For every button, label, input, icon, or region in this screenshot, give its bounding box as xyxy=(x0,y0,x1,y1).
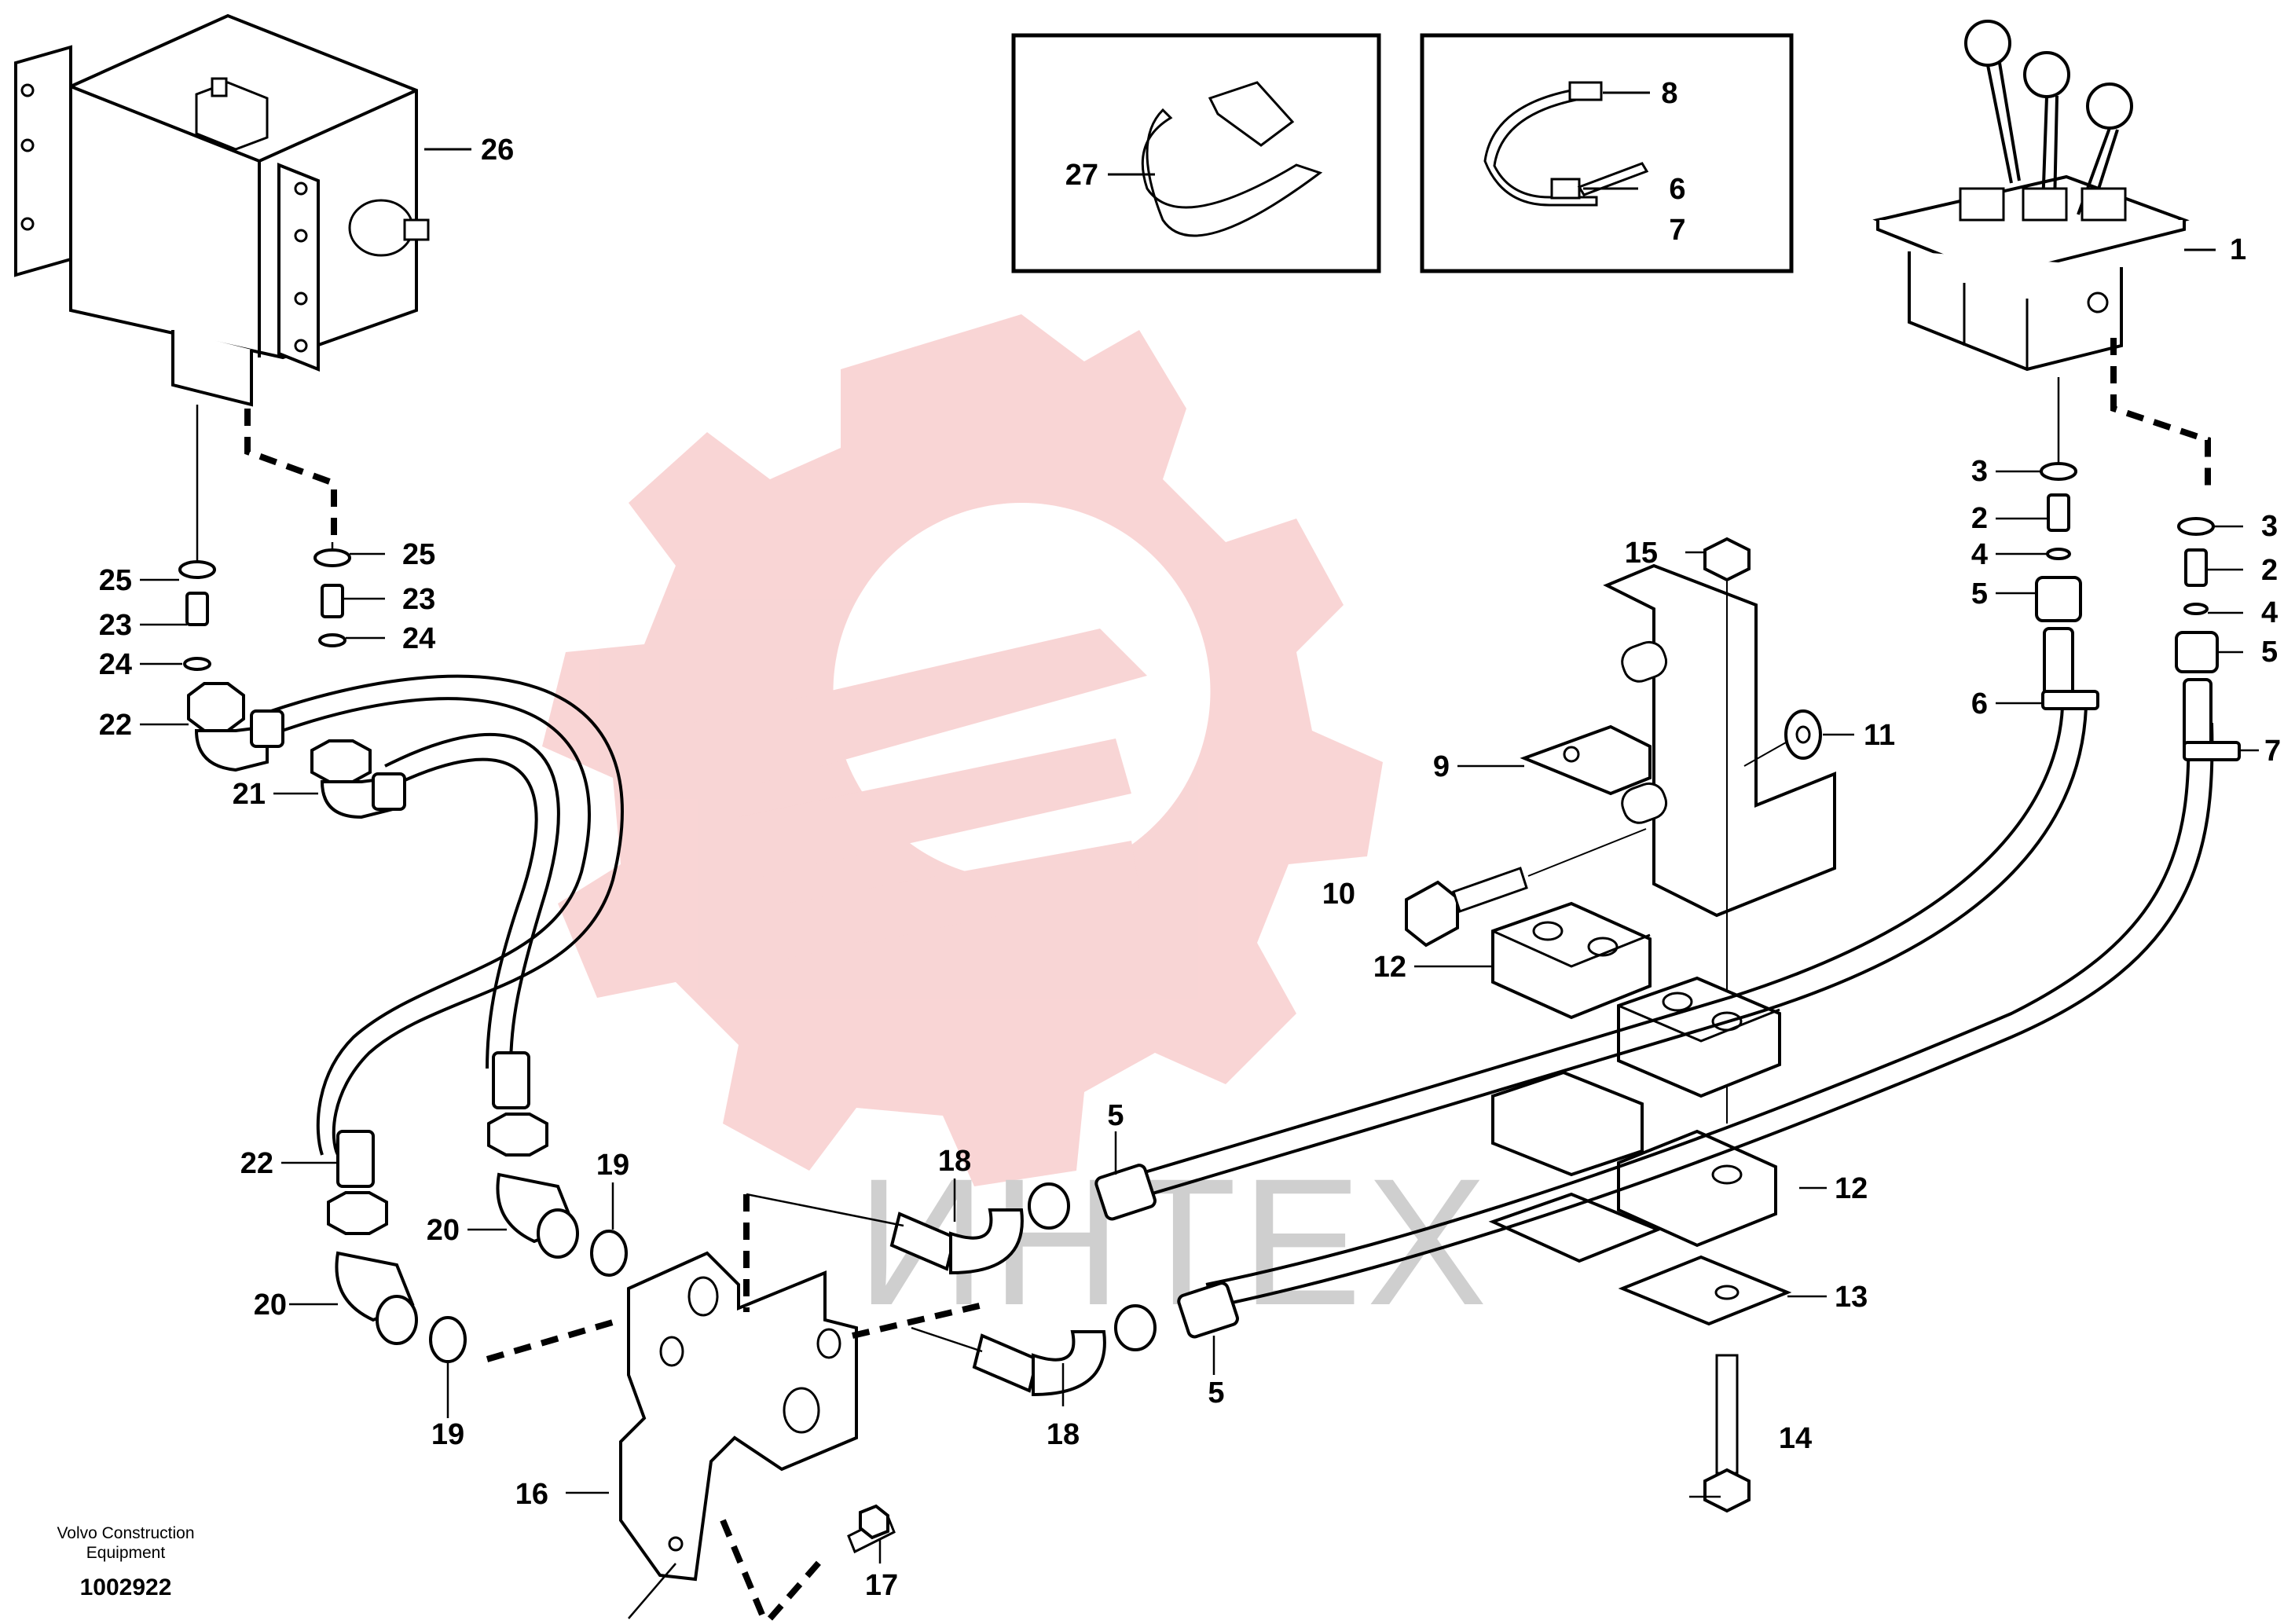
callout-1: 1 xyxy=(2230,233,2246,266)
bracket-16 xyxy=(619,1251,858,1582)
footer-drawing-number: 1002922 xyxy=(80,1575,172,1600)
callout-2-left: 2 xyxy=(1971,502,1988,535)
callout-3-left: 3 xyxy=(1971,455,1988,488)
callout-20-lower: 20 xyxy=(254,1289,287,1322)
callout-13: 13 xyxy=(1835,1281,1868,1314)
callout-21: 21 xyxy=(233,778,266,811)
callout-7-hose: 7 xyxy=(2264,735,2281,768)
callout-5-middle: 5 xyxy=(1107,1099,1124,1132)
callout-20-upper: 20 xyxy=(427,1214,460,1247)
leader-lines xyxy=(140,377,2259,1619)
callout-23-left: 23 xyxy=(99,609,132,642)
callout-19-upper: 19 xyxy=(596,1149,629,1182)
callout-25-left: 25 xyxy=(99,564,132,597)
callout-27: 27 xyxy=(1065,159,1098,192)
callout-17: 17 xyxy=(865,1569,898,1602)
detail-box-27 xyxy=(1011,33,1381,273)
callout-6-hose: 6 xyxy=(1971,687,1988,720)
reservoir-unit-26 xyxy=(14,13,471,407)
callout-22-lower: 22 xyxy=(240,1147,273,1180)
callout-3-right: 3 xyxy=(2261,510,2278,543)
callout-4-right: 4 xyxy=(2261,596,2278,629)
callout-2-right: 2 xyxy=(2261,554,2278,587)
callout-25-right: 25 xyxy=(402,538,435,571)
callout-14: 14 xyxy=(1779,1422,1812,1455)
callout-19-lower: 19 xyxy=(431,1418,464,1451)
bolt-14 xyxy=(1703,1354,1751,1513)
detail-box-cable-tie xyxy=(1420,33,1794,273)
fittings xyxy=(178,462,2241,1397)
callout-8: 8 xyxy=(1661,77,1677,110)
plate-13 xyxy=(1488,1192,1792,1326)
callout-16: 16 xyxy=(515,1478,548,1511)
nut-11 xyxy=(1743,709,1822,767)
callout-23-right: 23 xyxy=(402,583,435,616)
callout-11: 11 xyxy=(1864,719,1895,752)
dashed-lines xyxy=(244,338,2211,1621)
callout-26: 26 xyxy=(481,134,514,167)
bracket-9 xyxy=(1520,563,1836,918)
callout-22-upper: 22 xyxy=(99,709,132,742)
callout-6-detail: 6 xyxy=(1669,173,1685,206)
callout-12-lower: 12 xyxy=(1835,1172,1868,1205)
callout-12-upper: 12 xyxy=(1373,951,1406,984)
callout-labels: 1 2 2 3 3 4 4 5 5 5 5 6 6 7 7 8 9 10 11 … xyxy=(99,77,2281,1602)
callout-18-upper: 18 xyxy=(938,1145,971,1178)
callout-5-upper-right: 5 xyxy=(2261,636,2278,669)
footer-company-line1: Volvo Construction xyxy=(57,1524,194,1542)
watermark-gear-logo xyxy=(542,314,1383,1186)
callout-24-left: 24 xyxy=(99,648,132,681)
clamp-half-12-lower xyxy=(1491,1070,1777,1248)
bolt-10 xyxy=(1405,828,1647,948)
callout-24-right: 24 xyxy=(402,622,435,655)
callout-7-detail: 7 xyxy=(1669,214,1685,247)
bolt-17 xyxy=(847,1504,896,1554)
footer-company-line2: Equipment xyxy=(86,1544,166,1562)
callout-10: 10 xyxy=(1322,878,1355,911)
callout-15: 15 xyxy=(1625,537,1658,570)
clamp-half-12-upper xyxy=(1491,901,1781,1098)
callout-5-upper-left: 5 xyxy=(1971,577,1988,610)
callout-4-left: 4 xyxy=(1971,538,1988,571)
callout-9: 9 xyxy=(1433,750,1450,783)
footer: Volvo Construction Equipment 1002922 xyxy=(57,1524,194,1600)
callout-18-lower: 18 xyxy=(1047,1418,1080,1451)
hose-lines xyxy=(270,674,2214,1310)
control-valve-1 xyxy=(1872,20,2216,372)
callout-5-lower: 5 xyxy=(1208,1377,1224,1410)
